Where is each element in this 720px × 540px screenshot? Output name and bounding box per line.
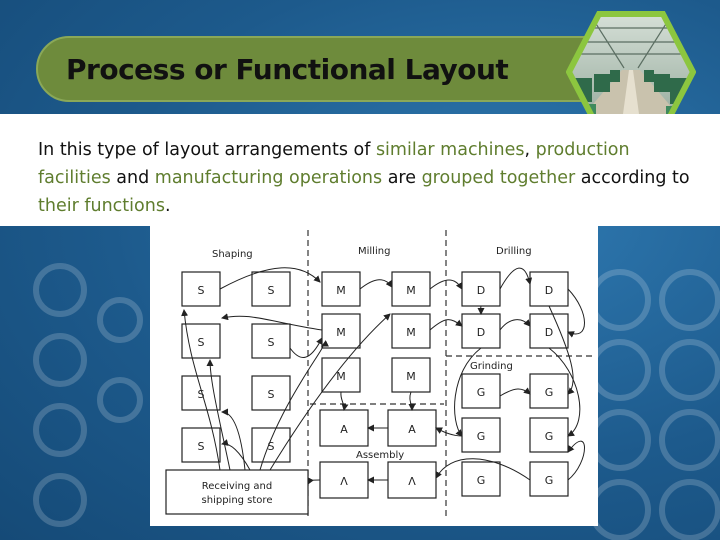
machine-m: M bbox=[336, 326, 346, 339]
machine-g: G bbox=[477, 474, 486, 487]
machine-g: G bbox=[545, 386, 554, 399]
description-text: are bbox=[382, 168, 421, 188]
assembly-unit: Λ bbox=[340, 475, 348, 488]
section-label-shaping: Shaping bbox=[212, 249, 253, 260]
assembly-unit: A bbox=[340, 423, 348, 436]
highlighted-term: manufacturing operations bbox=[155, 168, 382, 188]
machine-s: S bbox=[198, 336, 205, 349]
highlighted-term: grouped together bbox=[422, 168, 576, 188]
machine-s: S bbox=[268, 336, 275, 349]
description-text: . bbox=[165, 196, 171, 216]
section-label-milling: Milling bbox=[358, 246, 390, 257]
machine-m: M bbox=[406, 370, 416, 383]
assembly-unit: Λ bbox=[408, 475, 416, 488]
section-label-assembly: Assembly bbox=[356, 450, 404, 461]
layout-diagram-svg: Shaping Milling Drilling Grinding Assemb… bbox=[150, 222, 598, 526]
store-label-line2: shipping store bbox=[202, 495, 273, 506]
machine-s: S bbox=[268, 284, 275, 297]
machine-m: M bbox=[406, 326, 416, 339]
machine-d: D bbox=[477, 284, 485, 297]
assembly-unit: A bbox=[408, 423, 416, 436]
machine-boxes: S S S S S S S S M M M M M M A A Λ Λ D D … bbox=[166, 272, 568, 514]
machine-s: S bbox=[198, 284, 205, 297]
machine-g: G bbox=[545, 474, 554, 487]
machine-m: M bbox=[406, 284, 416, 297]
highlighted-term: similar machines bbox=[376, 140, 525, 160]
section-label-drilling: Drilling bbox=[496, 246, 532, 257]
highlighted-term: their functions bbox=[38, 196, 165, 216]
machine-d: D bbox=[477, 326, 485, 339]
description-text: , bbox=[525, 140, 536, 160]
slide-description: In this type of layout arrangements of s… bbox=[38, 136, 698, 220]
store-label-line1: Receiving and bbox=[202, 481, 272, 492]
machine-g: G bbox=[477, 430, 486, 443]
machine-s: S bbox=[268, 388, 275, 401]
machine-d: D bbox=[545, 284, 553, 297]
process-layout-diagram: Shaping Milling Drilling Grinding Assemb… bbox=[150, 222, 598, 526]
slide-title: Process or Functional Layout bbox=[66, 46, 508, 94]
description-text: according to bbox=[575, 168, 689, 188]
machine-s: S bbox=[198, 440, 205, 453]
machine-g: G bbox=[477, 386, 486, 399]
description-text: In this type of layout arrangements of bbox=[38, 140, 376, 160]
machine-g: G bbox=[545, 430, 554, 443]
machine-m: M bbox=[336, 284, 346, 297]
description-text: and bbox=[111, 168, 155, 188]
machine-d: D bbox=[545, 326, 553, 339]
section-label-grinding: Grinding bbox=[470, 361, 513, 372]
